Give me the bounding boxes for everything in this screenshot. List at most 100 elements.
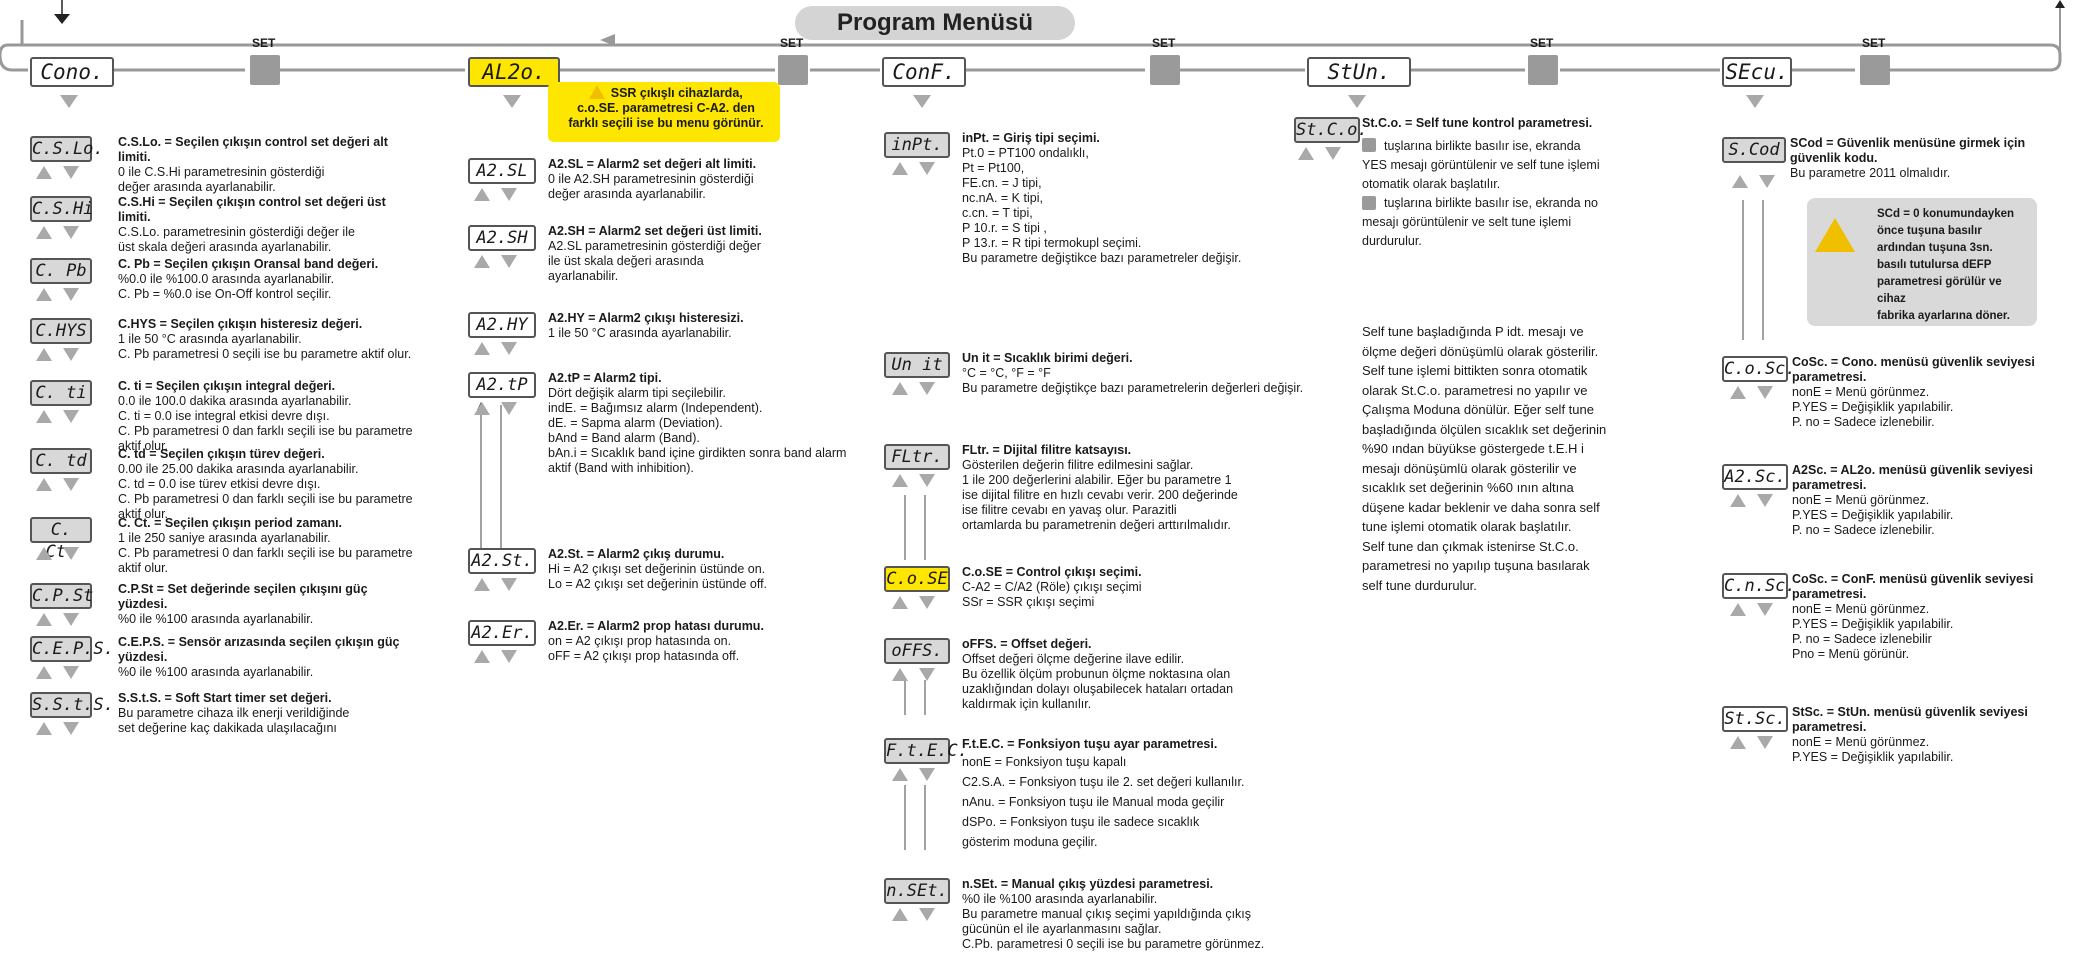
param-display[interactable]: C.o.SE	[884, 566, 950, 592]
param-display[interactable]: n.SEt.	[884, 878, 950, 904]
param-display[interactable]: S.Cod	[1722, 137, 1786, 163]
param-line: %0 ile %100 arasında ayarlanabilir.	[962, 892, 1158, 906]
param-heading: C. ti = Seçilen çıkışın integral değeri.	[118, 379, 336, 393]
param-line: C.Pb. parametresi 0 seçili ise bu parame…	[962, 937, 1265, 951]
param-display[interactable]: C.S.Lo.	[30, 136, 104, 162]
param-line: nonE = Fonksiyon tuşu kapalı	[962, 755, 1127, 769]
param-line: °C = °C, °F = °F	[962, 366, 1051, 380]
param-display[interactable]: A2.HY	[468, 312, 536, 338]
param-line: Bu parametre değiştikce bazı parametrele…	[962, 251, 1242, 265]
param-display[interactable]: St.Sc.	[1722, 706, 1788, 732]
param-line: P.YES = Değişiklik yapılabilir.	[1792, 508, 1954, 522]
up-down-arrows	[474, 578, 520, 592]
param-display[interactable]: C. td	[30, 448, 92, 474]
param-line: Bu parametre değiştikçe bazı parametrele…	[962, 381, 1304, 395]
param-line: C. Pb parametresi 0 seçili ise bu parame…	[118, 347, 412, 361]
param-line: C. Pb parametresi 0 dan farklı seçili is…	[118, 424, 413, 453]
param-line: nonE = Menü görünmez.	[1792, 602, 1930, 616]
param-display[interactable]: oFFS.	[884, 638, 950, 664]
up-down-arrows	[1732, 175, 1778, 189]
page-title: Program Menüsü	[795, 6, 1075, 40]
param-display[interactable]: F.t.E.C.	[884, 738, 968, 764]
stco-line: durdurulur.	[1362, 234, 1422, 248]
param-line: 1 ile 200 değerlerini alabilir. Eğer bu …	[962, 473, 1232, 487]
set-button[interactable]	[1528, 55, 1558, 85]
param-heading: SCod = Güvenlik menüsüne girmek için güv…	[1790, 136, 2026, 165]
para-line: Çalışma Moduna dönülür. Eğer self tune	[1362, 402, 1594, 417]
alarm-note-line1: SSR çıkışlı cihazlarda,	[610, 86, 743, 100]
scod-description: SCod = Güvenlik menüsüne girmek için güv…	[1790, 136, 2060, 181]
param-line: bAnd = Band alarm (Band).	[548, 431, 700, 445]
set-label: SET	[1530, 36, 1554, 50]
param-description: C.P.St = Set değerinde seçilen çıkışını …	[118, 582, 418, 627]
down-arrow-icon	[1348, 95, 1366, 108]
param-line: Pt.0 = PT100 ondalıklı,	[962, 146, 1089, 160]
param-heading: A2.HY = Alarm2 çıkışı histeresizi.	[548, 311, 744, 325]
param-line: c.cn. = T tipi,	[962, 206, 1033, 220]
menu-cono[interactable]: Cono.	[30, 57, 114, 87]
param-description: A2Sc. = AL2o. menüsü güvenlik seviyesi p…	[1792, 463, 2057, 538]
param-line: C. Pb = %0.0 ise On-Off kontrol seçilir.	[118, 287, 332, 301]
up-down-arrows	[36, 547, 82, 561]
param-display[interactable]: S.S.t.S.	[30, 692, 114, 718]
param-line: Lo = A2 çıkışı set değerinin üstünde off…	[548, 577, 768, 591]
param-description: A2.tP = Alarm2 tipi.Dört değişik alarm t…	[548, 371, 848, 476]
param-heading: C.HYS = Seçilen çıkışın histeresiz değer…	[118, 317, 363, 331]
param-line: Bu parametre manual çıkış seçimi yapıldı…	[962, 907, 1252, 921]
menu-al2o[interactable]: AL2o.	[468, 57, 560, 87]
menu-conf[interactable]: ConF.	[882, 57, 966, 87]
param-line: bAn.i = Sıcaklık band içine girdikten so…	[548, 446, 847, 475]
up-down-arrows	[474, 342, 520, 356]
para-line: olarak St.C.o. parametresi no yapılır ve	[1362, 382, 1588, 398]
param-display[interactable]: C.o.Sc.	[1722, 356, 1796, 382]
param-display[interactable]: A2.Er.	[468, 620, 536, 646]
param-display[interactable]: C.S.Hi	[30, 196, 93, 222]
param-display[interactable]: C.HYS	[30, 318, 92, 344]
param-line: SSr = SSR çıkışı seçimi	[962, 595, 1095, 609]
note-line: önce tuşuna basılır	[1877, 225, 1982, 237]
param-display[interactable]: A2.Sc.	[1722, 464, 1788, 490]
up-down-arrows	[892, 768, 938, 782]
param-display[interactable]: inPt.	[884, 132, 950, 158]
menu-secu[interactable]: SEcu.	[1722, 57, 1792, 87]
up-down-arrows	[36, 666, 82, 680]
param-line: P. no = Sadece izlenebilir	[1792, 632, 1932, 646]
param-description: C.S.Lo. = Seçilen çıkışın control set de…	[118, 135, 418, 195]
param-display[interactable]: A2.St.	[468, 548, 536, 574]
para-line: Self tune başladığında P idt. mesajı ve	[1362, 324, 1584, 339]
para-line: başladığında ölçülen sıcaklık set değeri…	[1362, 421, 1607, 437]
param-display[interactable]: FLtr.	[884, 444, 950, 470]
stco-line: YES mesajı görüntülenir ve self tune işl…	[1362, 158, 1600, 172]
up-down-arrows	[474, 188, 520, 202]
param-heading: C.o.SE = Control çıkışı seçimi.	[962, 565, 1142, 579]
set-button[interactable]	[250, 55, 280, 85]
set-button[interactable]	[1150, 55, 1180, 85]
param-line: 0 ile A2.SH parametresinin gösterdiği	[548, 172, 754, 186]
up-down-arrows	[892, 382, 938, 396]
param-display[interactable]: A2.SH	[468, 225, 536, 251]
param-description: F.t.E.C. = Fonksiyon tuşu ayar parametre…	[962, 737, 1322, 852]
param-line: Offset değeri ölçme değerine ilave edili…	[962, 652, 1185, 666]
param-display[interactable]: C.n.Sc.	[1722, 573, 1796, 599]
param-display[interactable]: C.P.St	[30, 583, 93, 609]
param-line: 0.0 ile 100.0 dakika arasında ayarlanabi…	[118, 394, 352, 408]
down-arrow-icon	[1746, 95, 1764, 108]
param-line: 0 ile C.S.Hi parametresinin gösterdiği	[118, 165, 325, 179]
param-display[interactable]: A2.tP	[468, 372, 536, 398]
param-display[interactable]: St.C.o.	[1294, 117, 1368, 143]
menu-stun[interactable]: StUn.	[1307, 57, 1411, 87]
param-display[interactable]: A2.SL	[468, 158, 536, 184]
set-button[interactable]	[1860, 55, 1890, 85]
param-line: Dört değişik alarm tipi seçilebilir.	[548, 386, 726, 400]
up-down-arrows	[36, 410, 82, 424]
param-display[interactable]: C. ti	[30, 380, 92, 406]
stco-line: otomatik olarak başlatılır.	[1362, 177, 1501, 191]
param-display[interactable]: Un it	[884, 352, 950, 378]
param-description: C.HYS = Seçilen çıkışın histeresiz değer…	[118, 317, 418, 362]
param-line: P. no = Sadece izlenebilir.	[1792, 415, 1935, 429]
param-display[interactable]: C. Pb	[30, 258, 92, 284]
param-display[interactable]: C. Ct.	[30, 517, 92, 562]
set-button[interactable]	[778, 55, 808, 85]
param-display[interactable]: C.E.P.S.	[30, 636, 114, 662]
param-heading: A2.Er. = Alarm2 prop hatası durumu.	[548, 619, 764, 633]
